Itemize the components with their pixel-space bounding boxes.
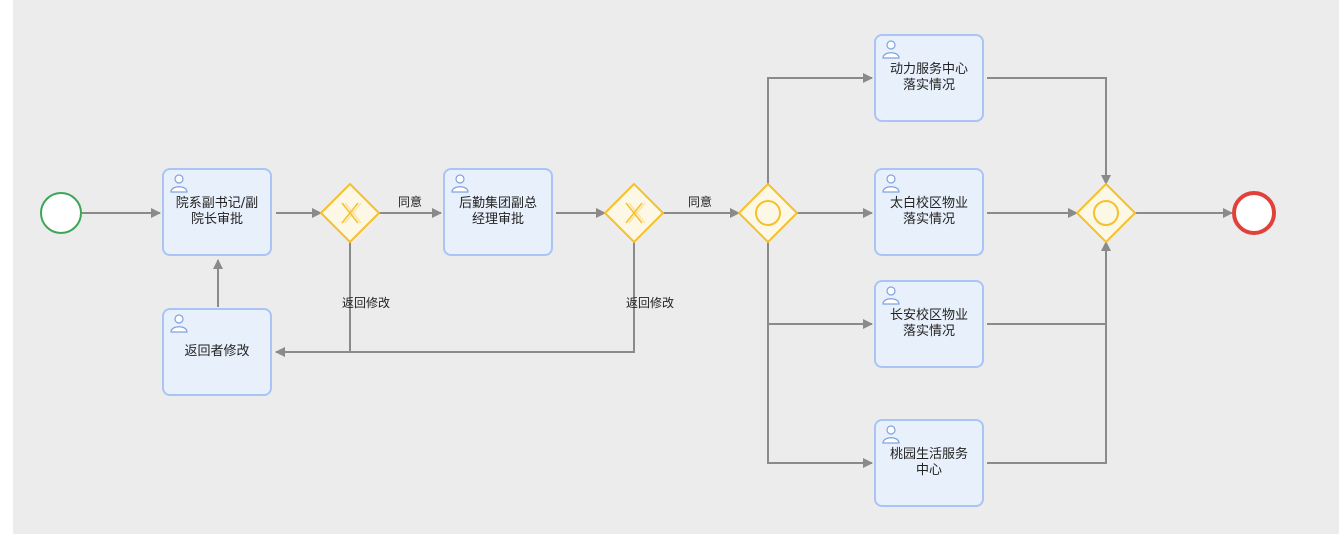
task-label: 返回者修改 [184,344,250,359]
left-strip [0,0,13,534]
task-changan-property[interactable]: 长安校区物业落实情况 [874,280,984,368]
flow-gw1-return[interactable] [275,242,351,357]
end-event[interactable] [1232,191,1276,235]
flow-power-to-join[interactable] [987,77,1111,185]
flow-label-agree: 同意 [688,195,713,209]
task-returner-edit[interactable]: 返回者修改 [162,308,272,396]
task-taibai-property[interactable]: 太白校区物业落实情况 [874,168,984,256]
flow-label-return: 返回修改 [342,296,391,310]
task-label: 后勤集团副总经理审批 [458,196,537,227]
user-icon [882,40,900,59]
task-label: 长安校区物业落实情况 [889,308,968,339]
flow-split-to-power[interactable] [767,73,873,185]
exclusive-gateway-2[interactable] [603,182,665,244]
task-dept-approval[interactable]: 院系副书记/副院长审批 [162,168,272,256]
task-label: 动力服务中心落实情况 [889,62,968,93]
flow-label-agree: 同意 [398,195,423,209]
circle-gateway-icon [755,200,781,226]
user-icon [451,174,469,193]
x-gateway-icon [625,202,646,224]
x-gateway-icon [341,202,362,224]
task-logistics-approval[interactable]: 后勤集团副总经理审批 [443,168,553,256]
task-label: 桃园生活服务中心 [889,447,968,478]
task-power-service[interactable]: 动力服务中心落实情况 [874,34,984,122]
flow-split-to-changan[interactable] [767,242,873,329]
user-icon [170,174,188,193]
start-event[interactable] [40,192,82,234]
flow-label-return: 返回修改 [626,296,675,310]
task-taoyuan-service[interactable]: 桃园生活服务中心 [874,419,984,507]
task-label: 院系副书记/副院长审批 [175,196,259,227]
user-icon [170,314,188,333]
flow-split-to-taoyuan[interactable] [767,324,873,468]
flow-gw2-return[interactable] [350,242,635,353]
user-icon [882,286,900,305]
user-icon [882,425,900,444]
user-icon [882,174,900,193]
exclusive-gateway-1[interactable] [319,182,381,244]
inclusive-gateway-join[interactable] [1075,182,1137,244]
inclusive-gateway-split[interactable] [737,182,799,244]
flow-taoyuan-to-join[interactable] [987,241,1111,464]
task-label: 太白校区物业落实情况 [889,196,968,227]
circle-gateway-icon [1093,200,1119,226]
